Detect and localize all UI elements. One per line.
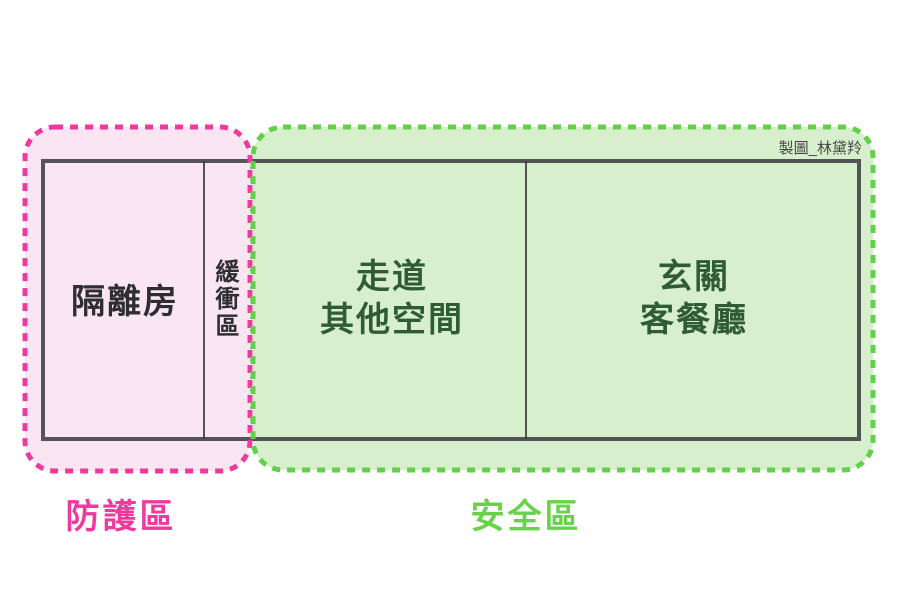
safe-zone-fill [253,127,873,470]
protection-zone-caption: 防護區 [65,498,177,536]
entry-living-dining-label: 玄關 客餐廳 [640,258,748,339]
corridor-other-space-label: 走道 其他空間 [320,258,464,339]
buffer-zone-label: 緩衝區 [211,259,238,340]
protection-zone-dashed-border [22,124,253,474]
floor-plan-outer-wall [41,159,861,441]
protection-zone-fill [25,127,250,471]
credit-text: 製圖_林黛羚 [778,140,862,157]
safe-zone-caption: 安全區 [470,498,582,536]
isolation-room-label: 隔離房 [71,283,179,321]
safe-zone-dashed-border [250,124,876,473]
